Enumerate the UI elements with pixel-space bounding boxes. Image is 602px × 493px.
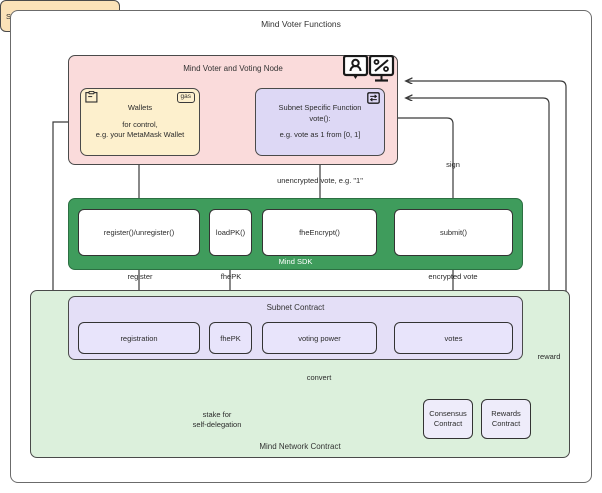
consensus-line2: Contract [433,419,463,428]
region-subnet-contract-title: Subnet Contract [266,303,325,312]
node-voting-power[interactable]: voting power [262,322,377,354]
label-encrypted-vote: encrypted vote [428,272,478,281]
subnet-fn-line2: vote(): [309,113,331,123]
label-unencrypted-vote: unencrypted vote, e.g. "1" [277,176,363,185]
label-stake-for-self-delegation: stake for self-delegation [180,410,254,430]
rewards-line2: Contract [491,419,521,428]
percent-monitor-icon [368,54,395,82]
region-mind-sdk-title: Mind SDK [278,257,313,266]
label-convert: convert [306,373,332,382]
region-mind-voter-node-title: Mind Voter and Voting Node [183,64,283,73]
node-fheencrypt[interactable]: fheEncrypt() [262,209,377,256]
region-mind-network-contract-title: Mind Network Contract [259,442,341,451]
label-stake-line2: self-delegation [192,419,242,429]
node-subnet-specific-function[interactable]: Subnet Specific Function vote(): e.g. vo… [255,88,385,156]
node-register-unregister[interactable]: register()/unregister() [78,209,200,256]
subnet-fn-line3: e.g. vote as 1 from [0, 1] [279,130,361,140]
subnet-fn-line1: Subnet Specific Function [278,102,362,112]
wallets-title: Wallets [127,102,153,112]
rewards-line1: Rewards [491,408,521,418]
swap-icon [367,92,380,104]
label-sign: sign [446,160,460,169]
wallets-line1: for control, [122,119,158,129]
wallets-line2: e.g. your MetaMask Wallet [95,130,185,140]
voter-node-icons [342,54,395,85]
node-registration[interactable]: registration [78,322,200,354]
node-votes[interactable]: votes [394,322,513,354]
node-fhepk[interactable]: fhePK [209,322,252,354]
node-consensus-contract[interactable]: Consensus Contract [423,399,473,439]
label-stake-line1: stake for [202,410,232,419]
label-register: register [127,272,153,281]
label-fhepk: fhePK [220,272,242,281]
node-submit[interactable]: submit() [394,209,513,256]
label-reward: reward [537,352,561,361]
node-rewards-contract[interactable]: Rewards Contract [481,399,531,439]
gas-badge: gas [176,92,195,103]
diagram-title: Mind Voter Functions [261,19,341,29]
document-icon [85,91,98,103]
node-wallets[interactable]: gas Wallets for control, e.g. your MetaM… [80,88,200,156]
user-actor-icon [342,54,369,79]
node-loadpk[interactable]: loadPK() [209,209,252,256]
consensus-line1: Consensus [429,408,467,418]
